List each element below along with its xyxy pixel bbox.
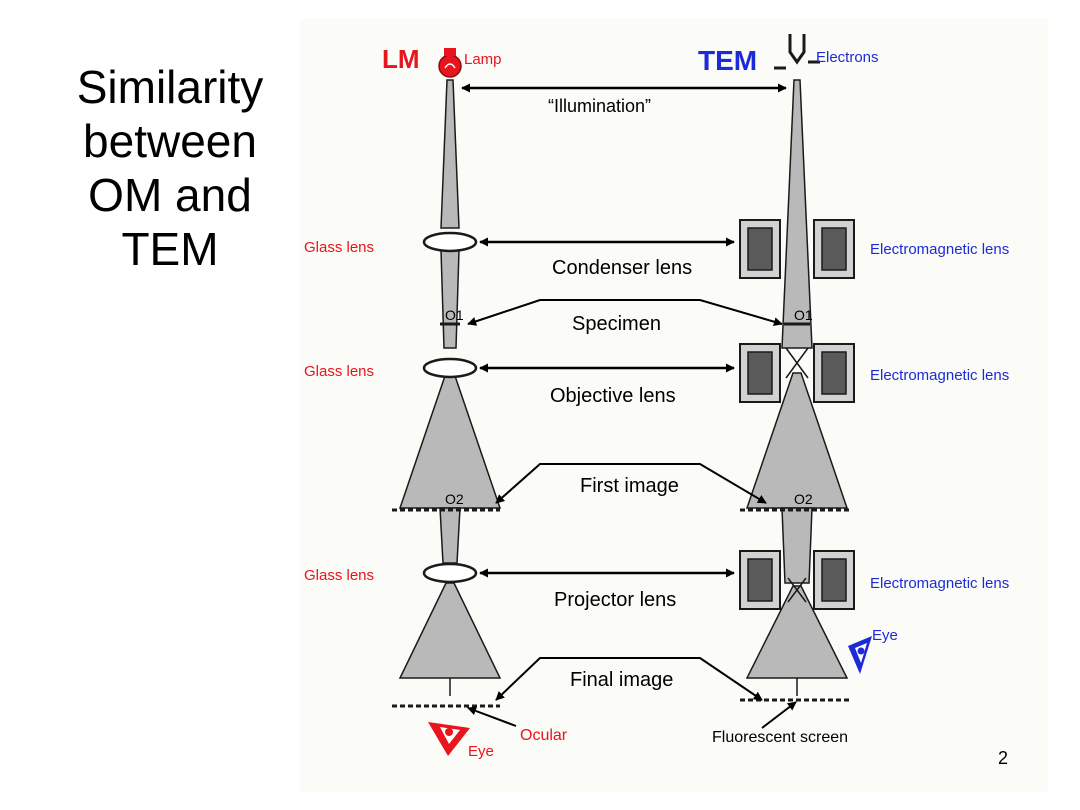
glass-lens-label: Glass lens: [304, 239, 374, 256]
first-image-label: First image: [580, 475, 679, 497]
em-lens-label: Electromagnetic lens: [870, 575, 1009, 592]
condenser-label: Condenser lens: [552, 257, 692, 279]
lm-cone-2: [398, 582, 502, 679]
em-lens-objective: [739, 343, 855, 403]
o2-label: O2: [445, 491, 464, 507]
eye-label: Eye: [872, 627, 898, 644]
specimen-label: Specimen: [572, 313, 661, 335]
o1-label: O1: [445, 307, 464, 323]
objective-label: Objective lens: [550, 385, 676, 407]
glass-lens-shapes: [422, 231, 478, 584]
arrow-ocular: [467, 706, 517, 727]
ocular-label: Ocular: [520, 727, 568, 744]
em-lens-label: Electromagnetic lens: [870, 367, 1009, 384]
electron-gun-icon: [774, 34, 820, 70]
o1-label: O1: [794, 307, 813, 323]
eye-label: Eye: [468, 743, 494, 760]
glass-lens-label: Glass lens: [304, 363, 374, 380]
fluorescent-screen-label: Fluorescent screen: [712, 729, 848, 746]
illumination-label: “Illumination”: [548, 96, 651, 116]
em-lens-projector: [739, 550, 855, 610]
arrow-final-image: [495, 657, 763, 701]
lm-column: [398, 79, 502, 679]
final-image-label: Final image: [570, 669, 673, 691]
eye-icon: [428, 722, 470, 756]
glass-lens-label: Glass lens: [304, 567, 374, 584]
lamp-label: Lamp: [464, 51, 502, 68]
arrow-fluorescent-screen: [761, 701, 797, 729]
em-lens-label: Electromagnetic lens: [870, 241, 1009, 258]
em-lens-condenser: [739, 219, 855, 279]
lm-beam-top: [440, 79, 460, 229]
tem-cone-2: [745, 585, 849, 679]
title-line: between: [83, 115, 257, 167]
glass-lens-condenser: [422, 231, 478, 253]
glass-lens-projector: [422, 562, 478, 584]
lm-heading: LM: [382, 44, 420, 74]
page-number: 2: [998, 748, 1009, 768]
glass-lens-objective: [422, 357, 478, 379]
title-line: OM and: [88, 169, 252, 221]
slide-title: Similarity between OM and TEM: [40, 60, 300, 276]
electrons-label: Electrons: [816, 49, 879, 66]
tem-heading: TEM: [698, 45, 757, 76]
lm-cone-1: [398, 372, 502, 509]
lm-beam-low: [439, 507, 461, 564]
arrow-specimen: [467, 299, 783, 327]
title-line: TEM: [121, 223, 219, 275]
projector-label: Projector lens: [554, 589, 676, 611]
lm-tem-diagram: LM Lamp TEM Electrons “Illumination” Gla…: [304, 34, 1009, 760]
lamp-icon: [438, 48, 462, 78]
tem-column: [745, 79, 849, 679]
tem-cone-1: [745, 372, 849, 509]
title-line: Similarity: [76, 61, 264, 113]
o2-label: O2: [794, 491, 813, 507]
eye-icon: [848, 636, 872, 674]
arrow-first-image: [495, 463, 767, 504]
diagram-panel: LM Lamp TEM Electrons “Illumination” Gla…: [300, 18, 1048, 792]
tem-beam-low: [781, 507, 813, 584]
connector-arrows: [461, 83, 787, 578]
lm-beam-mid: [440, 249, 460, 349]
tem-beam-top: [781, 79, 813, 349]
